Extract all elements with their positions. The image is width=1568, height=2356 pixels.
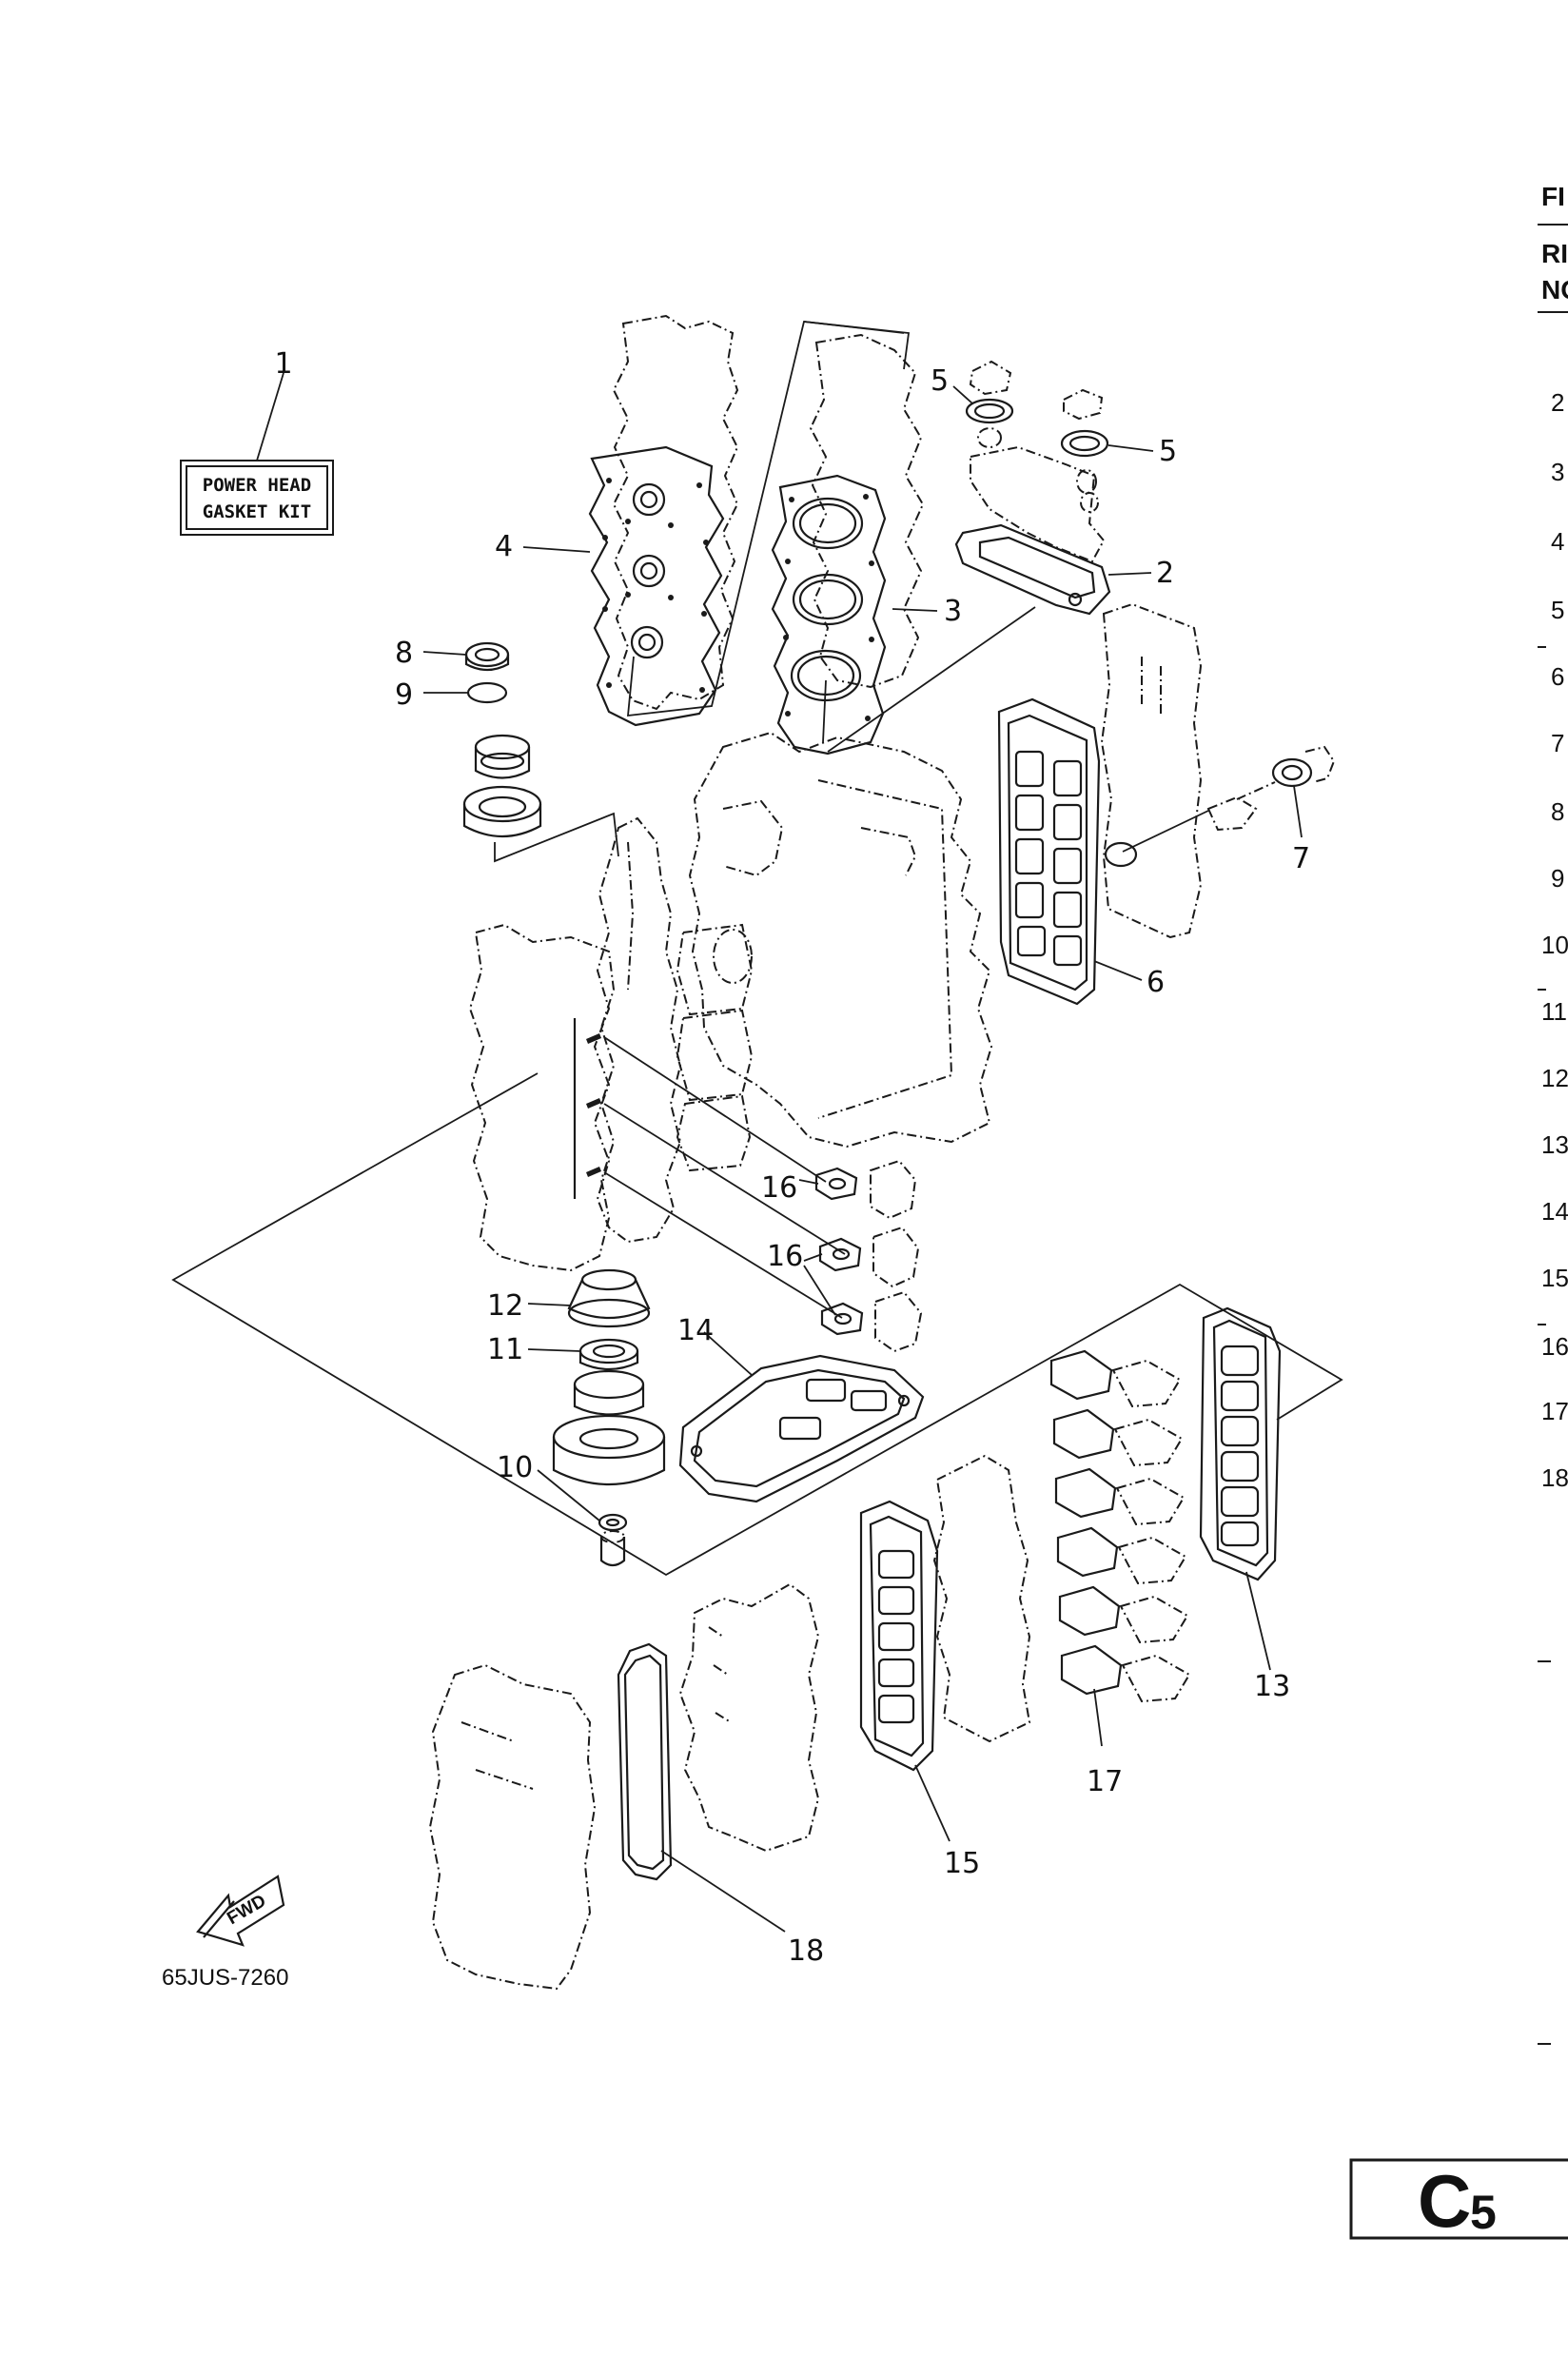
reed-valve-gaskets-part-17 [1049, 1349, 1123, 1696]
exhaust-cover-gasket-part-14 [678, 1354, 925, 1503]
ref-no-3: 3 [1551, 458, 1564, 486]
ref-no-5: 5 [1551, 596, 1564, 624]
callout-1: 1 [274, 347, 292, 381]
crankcase [468, 923, 616, 1272]
reed-valves [1111, 1359, 1191, 1703]
ref-no-4: 4 [1551, 527, 1564, 556]
callout-5-upper: 5 [931, 364, 949, 398]
seal-housing-part-12 [567, 1268, 651, 1328]
callout-8: 8 [395, 637, 413, 670]
callout-7: 7 [1292, 842, 1310, 875]
ref-no-15: 15 [1541, 1264, 1568, 1292]
callout-9: 9 [395, 678, 413, 712]
callout-13: 13 [1254, 1670, 1290, 1703]
ref-no-9: 9 [1551, 864, 1564, 893]
crankcase-side-cover [1100, 602, 1203, 939]
ref-no-14: 14 [1541, 1197, 1568, 1226]
ref-no-6: 6 [1551, 662, 1564, 691]
cylinder-head-gasket-part-3 [771, 474, 887, 756]
callout-11: 11 [487, 1333, 523, 1366]
intake-manifold [678, 1582, 820, 1853]
callout-3: 3 [944, 595, 962, 628]
callout-16-middle: 16 [767, 1240, 803, 1273]
callout-5-lower: 5 [1159, 435, 1177, 468]
oil-seal-part-8 [464, 641, 510, 672]
bearing-and-seal [462, 734, 619, 863]
gasket-part-16-middle [818, 1226, 920, 1288]
callout-4: 4 [495, 530, 513, 563]
cylinder-head [809, 333, 925, 689]
parts-list-column: FI RI NO 2 3 4 5 6 7 8 9 10 11 12 13 14 … [1538, 182, 1568, 2045]
ref-no-13: 13 [1541, 1130, 1568, 1159]
ref-no-11: 11 [1541, 997, 1567, 1026]
callout-2: 2 [1156, 557, 1174, 590]
kit-label-line-2: GASKET KIT [203, 501, 311, 522]
callout-10: 10 [497, 1451, 533, 1484]
oil-seal-part-11 [578, 1338, 639, 1371]
callout-18: 18 [788, 1934, 824, 1968]
intake-manifold-gasket-part-13 [1199, 1306, 1282, 1581]
cylinder-head-gasket-part-4 [588, 445, 725, 727]
reed-valve-assembly-plate [932, 1454, 1031, 1743]
ref-no-8: 8 [1551, 797, 1564, 826]
gasket-part-6 [997, 697, 1101, 1006]
crankshaft [593, 816, 682, 1244]
ref-no-18: 18 [1541, 1463, 1568, 1492]
ref-no-10: 10 [1541, 931, 1568, 959]
parts-list-header-ref: RI [1541, 239, 1568, 268]
cylinder-block [688, 731, 993, 1149]
ref-no-12: 12 [1541, 1064, 1568, 1092]
gasket-part-2 [954, 523, 1111, 616]
power-head-gasket-kit-label: POWER HEAD GASKET KIT [180, 372, 334, 536]
callout-12: 12 [487, 1289, 523, 1323]
ref-no-2: 2 [1551, 388, 1564, 417]
parts-list-header-no: NO [1541, 275, 1568, 304]
callout-15: 15 [944, 1847, 980, 1880]
callout-14: 14 [677, 1314, 714, 1347]
page-code-number: 5 [1470, 2186, 1497, 2239]
drawing-code: 65JUS-7260 [162, 1965, 288, 1991]
crankcase-lower-cover [428, 1663, 597, 1991]
ref-no-16: 16 [1541, 1332, 1568, 1361]
gasket-part-16-top [814, 1159, 917, 1220]
lower-bearing-housing [552, 1369, 666, 1486]
gasket-part-16-bottom [820, 1290, 923, 1353]
ref-no-7: 7 [1551, 729, 1564, 757]
callout-17: 17 [1087, 1765, 1123, 1798]
anode-part-7 [1122, 745, 1336, 853]
forward-arrow-icon: FWD [196, 1875, 285, 1947]
o-ring-part-9 [466, 681, 508, 704]
callout-6: 6 [1147, 966, 1165, 999]
page-code-box: C 5 [1349, 2158, 1568, 2243]
page-code-letter: C [1418, 2159, 1471, 2243]
thermostat-cover-gasket-part-5 [965, 360, 1106, 563]
gasket-part-15 [859, 1500, 939, 1772]
seal-part-18 [617, 1642, 673, 1881]
callout-16-top: 16 [761, 1171, 797, 1205]
parts-list-header-top: FI [1541, 182, 1565, 211]
oil-seal-part-10 [598, 1513, 628, 1567]
ref-no-17: 17 [1541, 1397, 1568, 1425]
kit-label-line-1: POWER HEAD [203, 475, 311, 496]
thermostat-cover-gasket-part-5-right [1060, 388, 1109, 513]
cylinder-head-cover-gasket [612, 314, 739, 711]
